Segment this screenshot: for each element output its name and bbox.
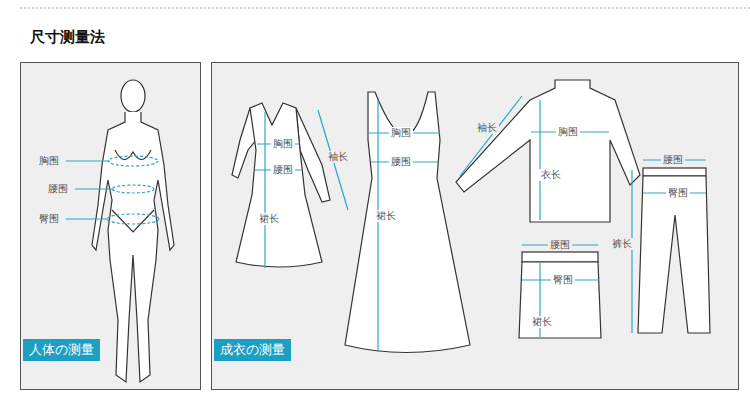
measure-lines: [66, 156, 159, 224]
measure-label: 腰围: [548, 239, 572, 251]
measure-label: 胸围: [389, 127, 413, 139]
dress-outline: [232, 103, 330, 267]
page-title: 尺寸测量法: [30, 28, 105, 47]
measure-label: 腰围: [271, 164, 295, 176]
measure-label: 衣长: [539, 169, 563, 181]
measure-label: 袖长: [475, 122, 499, 134]
measure-label: 臀围: [551, 274, 575, 286]
measure-label: 胸围: [271, 138, 295, 150]
body-figure: [92, 80, 174, 382]
shirt-outline: [456, 80, 640, 222]
measure-label: 袖长: [326, 151, 350, 163]
measure-label: 腰围: [389, 156, 413, 168]
dotted-rule: [20, 8, 750, 9]
measure-label: 臀围: [37, 213, 61, 225]
skirt-outline: [519, 252, 601, 338]
measure-lines: [255, 96, 706, 352]
measure-label: 裙长: [257, 213, 281, 225]
panel-ground: [211, 62, 739, 390]
panel-tab: 成衣の测量: [214, 339, 291, 361]
measure-panel: 成衣の测量: [211, 62, 739, 390]
measure-label: 裤长: [610, 238, 634, 250]
pants-outline: [638, 168, 710, 333]
panel-ground: [20, 62, 201, 390]
dress-outline: [345, 92, 470, 353]
panel-tab: 人体の测量: [23, 339, 100, 361]
measure-panel: 人体の测量: [20, 62, 201, 390]
measure-label: 臀围: [666, 187, 690, 199]
measure-label: 腰围: [661, 154, 685, 166]
measure-label: 裙长: [530, 316, 554, 328]
measure-label: 胸围: [556, 126, 580, 138]
measure-label: 腰围: [46, 183, 70, 195]
measure-label: 胸围: [37, 155, 61, 167]
measure-label: 裙长: [374, 210, 398, 222]
